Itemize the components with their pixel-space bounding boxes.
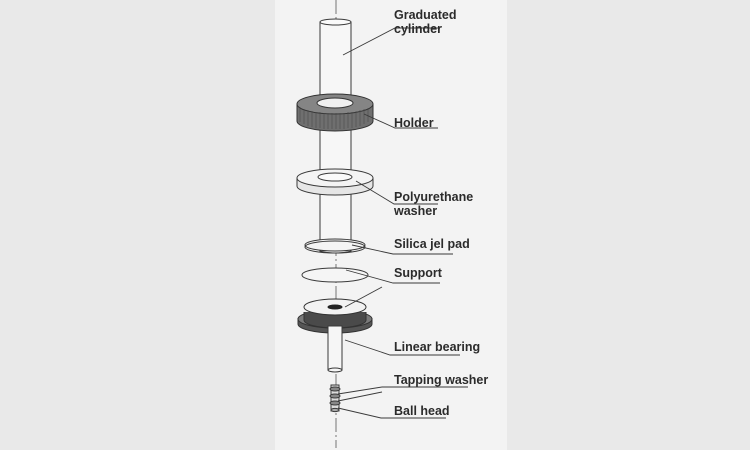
leader-holder-disc [344,286,383,308]
label-polyurethane-washer-line2: washer [394,204,438,218]
leader-tapping-washer [337,386,468,395]
label-linear-bearing: Linear bearing [394,340,481,354]
label-graduated-cylinder-line2: cylinder [394,22,442,36]
support-disc-part [301,267,369,283]
graduated-cylinder-part [319,18,352,253]
label-support: Support [394,266,442,280]
leader-silica-jel-pad [351,244,453,255]
leader-holder [363,113,438,129]
label-silica-jel-pad: Silica jel pad [394,237,470,251]
silica-jel-pad-part [304,238,366,254]
polyurethane-washer-part [296,168,374,196]
leader-tapping-washer-2 [337,391,383,402]
diagram-panel [275,0,507,450]
holder-part [296,93,374,132]
leader-graduated-cylinder [342,27,440,56]
label-holder: Holder [394,116,434,130]
label-tapping-washer: Tapping washer [394,373,489,387]
leader-polyurethane-washer [355,180,438,205]
tapping-washer-part [329,384,341,413]
leader-support [345,269,440,284]
label-polyurethane-washer: Polyurethane washer [394,190,473,218]
leader-lines [337,27,468,419]
label-graduated-cylinder: Graduated cylinder [394,8,457,36]
leader-ball-head [337,407,446,419]
label-graduated-cylinder-line1: Graduated [394,8,457,22]
label-ball-head: Ball head [394,404,450,418]
label-polyurethane-washer-line1: Polyurethane [394,190,474,204]
leader-linear-bearing [344,339,460,356]
linear-bearing-shaft-part [327,325,343,373]
